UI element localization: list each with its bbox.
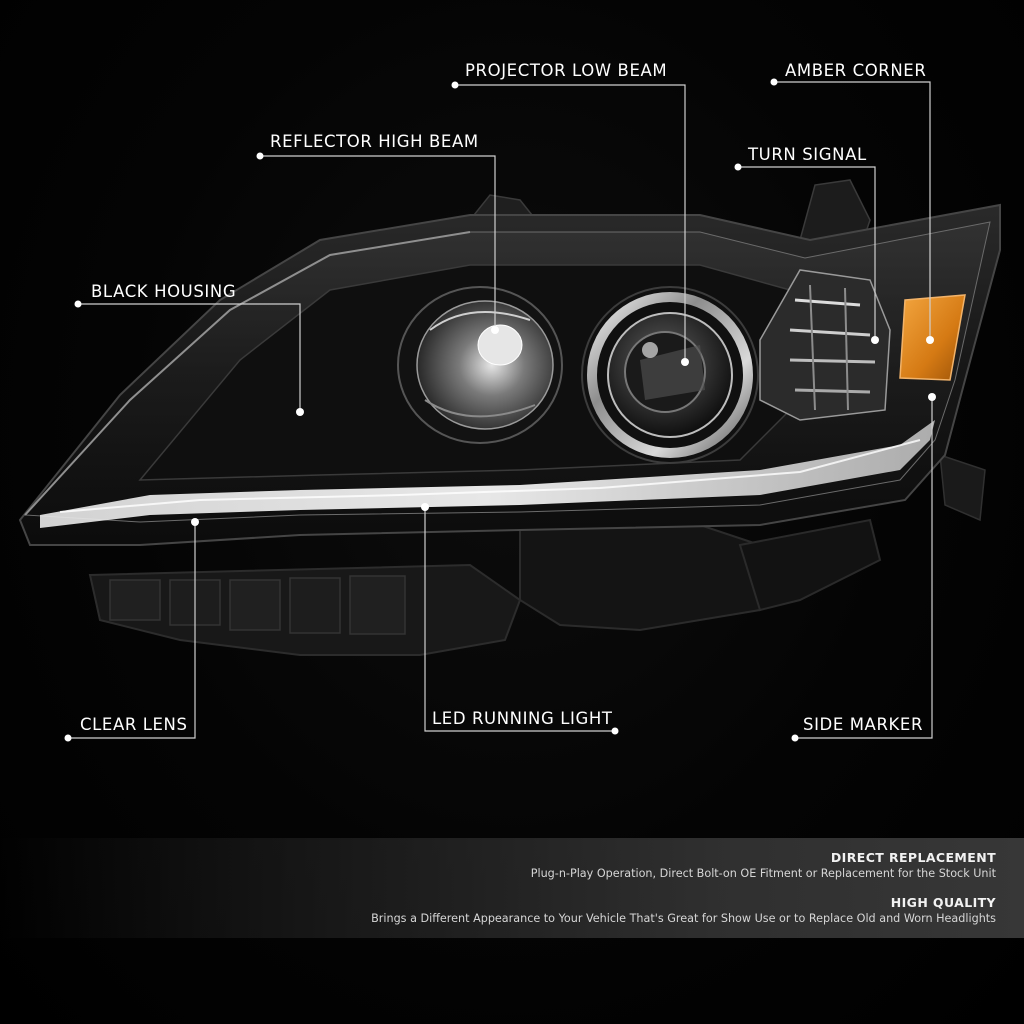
leader-amber-corner — [774, 81, 931, 340]
turn-signal-cluster — [759, 269, 891, 421]
callout-amber-corner: AMBER CORNER — [785, 61, 927, 80]
dot-reflector-label — [256, 152, 264, 160]
callout-led-running-light: LED RUNNING LIGHT — [432, 709, 613, 728]
dot-housing-target — [296, 408, 304, 416]
chrome-trim — [24, 231, 471, 516]
leader-reflector-high-beam — [260, 155, 496, 330]
dot-clear-target — [191, 518, 199, 526]
led-running-light-strip — [40, 420, 935, 528]
leader-clear-lens — [68, 522, 196, 739]
dot-turn-target — [871, 336, 879, 344]
callout-reflector-high-beam: REFLECTOR HIGH BEAM — [270, 132, 479, 151]
leader-black-housing — [78, 303, 301, 412]
feature-description-direct-replacement: Plug-n-Play Operation, Direct Bolt-on OE… — [530, 867, 996, 880]
dot-amber-target — [926, 336, 934, 344]
callout-turn-signal: TURN SIGNAL — [748, 145, 867, 164]
feature-title-direct-replacement: DIRECT REPLACEMENT — [830, 850, 996, 865]
dot-projector-target — [681, 358, 689, 366]
dot-amber-label — [770, 78, 778, 86]
dot-turn-label — [734, 163, 742, 171]
feature-band — [0, 838, 1024, 938]
leader-projector-low-beam — [455, 84, 686, 362]
dot-led-target — [421, 503, 429, 511]
leader-side-marker — [795, 397, 933, 739]
leader-lines — [68, 81, 933, 739]
feature-title-high-quality: HIGH QUALITY — [890, 895, 996, 910]
dot-side-target — [928, 393, 936, 401]
dot-side-label — [791, 734, 799, 742]
reflector-high-beam — [397, 286, 563, 444]
callout-projector-low-beam: PROJECTOR LOW BEAM — [465, 61, 668, 80]
lower-bracket — [88, 453, 986, 656]
callout-side-marker: SIDE MARKER — [803, 715, 924, 734]
feature-description-high-quality: Brings a Different Appearance to Your Ve… — [371, 912, 996, 925]
callout-clear-lens: CLEAR LENS — [80, 715, 188, 734]
leader-led-running-light — [424, 507, 615, 732]
callout-black-housing: BLACK HOUSING — [91, 282, 237, 301]
leader-dots — [64, 78, 936, 742]
dot-reflector-target — [491, 326, 499, 334]
projector-low-beam — [581, 286, 759, 464]
dot-led-label — [611, 727, 619, 735]
leader-turn-signal — [738, 166, 876, 340]
dot-projector-label — [451, 81, 459, 89]
dot-clear-label — [64, 734, 72, 742]
dot-housing-label — [74, 300, 82, 308]
